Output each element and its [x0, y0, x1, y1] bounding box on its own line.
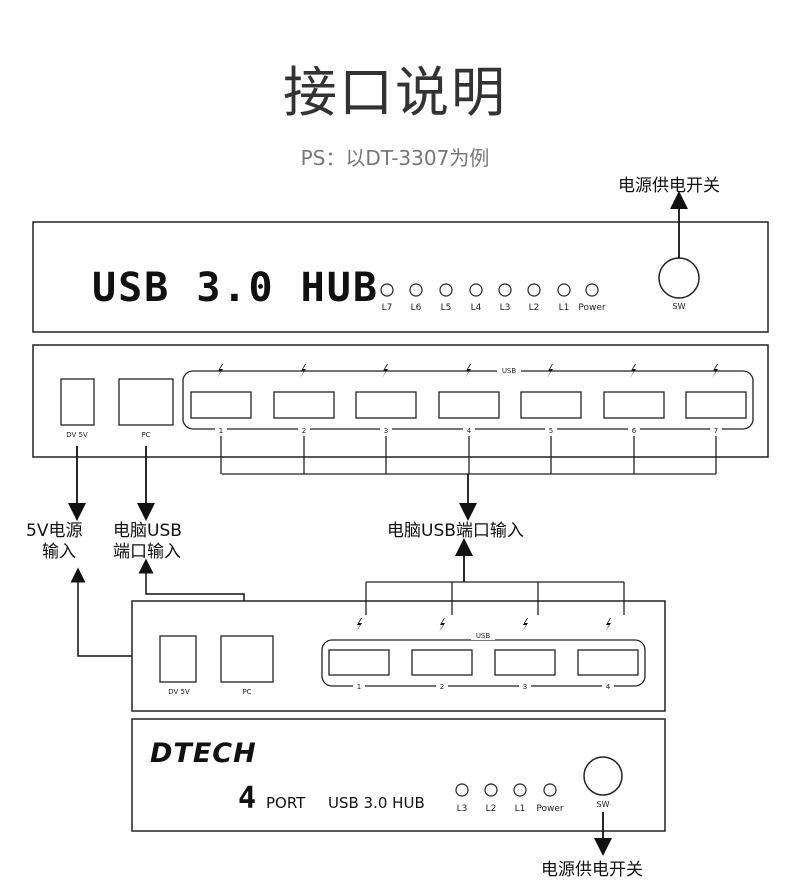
hub7-led-label: L6	[411, 303, 422, 313]
hub7-usb-port-1	[190, 391, 252, 419]
hub4-pc-port	[220, 635, 274, 683]
hub7-usb-label: USB	[502, 367, 517, 375]
hub7-pc-label: PC	[141, 431, 150, 439]
hub7-usb-port-6	[603, 391, 665, 419]
hub7-led-label: L4	[471, 303, 482, 313]
hub4-usb-port-2	[411, 649, 473, 676]
hub4-led-label: L3	[457, 804, 468, 814]
hub4-port-number: 4	[606, 683, 611, 691]
hub7-switch-callout: 电源供电开关	[618, 176, 720, 196]
hub7-port-number: 3	[384, 427, 388, 435]
hub7-led-l1	[557, 283, 571, 297]
hub7-led-label: L2	[529, 303, 540, 313]
hub7-led-l4	[469, 283, 483, 297]
page-subtitle: PS：以DT-3307为例	[300, 146, 490, 170]
usb-icon	[382, 364, 388, 378]
hub7-led-label: L5	[441, 303, 452, 313]
hub7-usb-port-5	[520, 391, 582, 419]
hub4-usb-label: USB	[476, 632, 491, 640]
hub7-usb-port-3	[355, 391, 417, 419]
hub4-front-panel	[131, 718, 666, 832]
hub7-usb-port-7	[685, 391, 747, 419]
power-input-callout-line2: 输入	[42, 542, 76, 562]
hub7-switch-label: SW	[673, 302, 686, 311]
hub4-port-text: PORT	[266, 794, 306, 812]
hub4-dc-jack	[159, 635, 197, 683]
hub7-led-l2	[527, 283, 541, 297]
hub4-switch-label: SW	[597, 800, 610, 809]
hub7-port-number: 5	[549, 427, 553, 435]
hub7-usb-port-4	[438, 391, 500, 419]
hub7-led-l6	[409, 283, 423, 297]
hub4-led-label: L1	[515, 804, 526, 814]
hub4-power-switch[interactable]	[583, 756, 623, 796]
hub4-led-label: Power	[536, 804, 564, 814]
hub7-led-label: L7	[382, 303, 393, 313]
hub7-led-label: Power	[578, 303, 606, 313]
hub7-lcd-text: USB 3.0 HUB	[92, 265, 379, 311]
hub4-led-l2	[484, 783, 498, 797]
hub7-port-number: 2	[302, 427, 306, 435]
hub4-port-number: 3	[523, 683, 527, 691]
hub4-pc-label: PC	[242, 688, 251, 696]
hub4-led-power	[543, 783, 557, 797]
usb-icon	[465, 364, 471, 378]
hub4-port-number: 2	[440, 683, 444, 691]
pc-usb-callout-line1: 电脑USB	[113, 521, 182, 541]
hub4-led-l3	[455, 783, 469, 797]
hub4-led-label: L2	[486, 804, 497, 814]
hub4-switch-callout: 电源供电开关	[541, 860, 643, 880]
hub7-usb-port-2	[273, 391, 335, 419]
usb-icon	[630, 364, 636, 378]
hub4-dc-label: DV 5V	[168, 688, 190, 696]
hub7-dc-jack	[60, 378, 95, 426]
hub7-port-number: 4	[467, 427, 472, 435]
usb-icon	[356, 618, 362, 632]
usb-icon	[439, 618, 445, 632]
usb-icon	[547, 364, 553, 378]
hub7-led-power	[585, 283, 599, 297]
hub4-usb-port-4	[577, 649, 639, 676]
hub7-led-label: L1	[559, 303, 570, 313]
page-title: 接口说明	[283, 61, 507, 124]
usb-icon	[605, 618, 611, 632]
usb-icon	[300, 364, 306, 378]
hub7-port-number: 6	[632, 427, 637, 435]
hub4-model-text: USB 3.0 HUB	[328, 794, 425, 812]
hub7-led-l5	[439, 283, 453, 297]
brand-logo: DTECH	[150, 738, 257, 769]
usb-icon	[522, 618, 528, 632]
hub4-led-l1	[513, 783, 527, 797]
hub7-led-label: L3	[500, 303, 511, 313]
hub7-power-switch[interactable]	[658, 257, 700, 299]
hub7-led-l3	[498, 283, 512, 297]
usb-ports-input-callout: 电脑USB端口输入	[387, 521, 524, 541]
usb-icon	[217, 364, 223, 378]
hub4-port-count: 4	[238, 781, 256, 816]
hub7-led-l7	[380, 283, 394, 297]
hub4-usb-port-3	[494, 649, 556, 676]
power-input-callout-line1: 5V电源	[26, 521, 83, 541]
hub7-pc-port	[118, 378, 174, 426]
hub4-usb-port-1	[328, 649, 390, 676]
usb-icon	[712, 364, 718, 378]
hub7-port-number: 7	[714, 427, 718, 435]
hub7-dc-label: DV 5V	[66, 431, 88, 439]
hub7-front-panel	[32, 221, 769, 333]
hub4-port-number: 1	[357, 683, 361, 691]
hub7-port-number: 1	[219, 427, 223, 435]
pc-usb-callout-line2: 端口输入	[113, 542, 181, 562]
